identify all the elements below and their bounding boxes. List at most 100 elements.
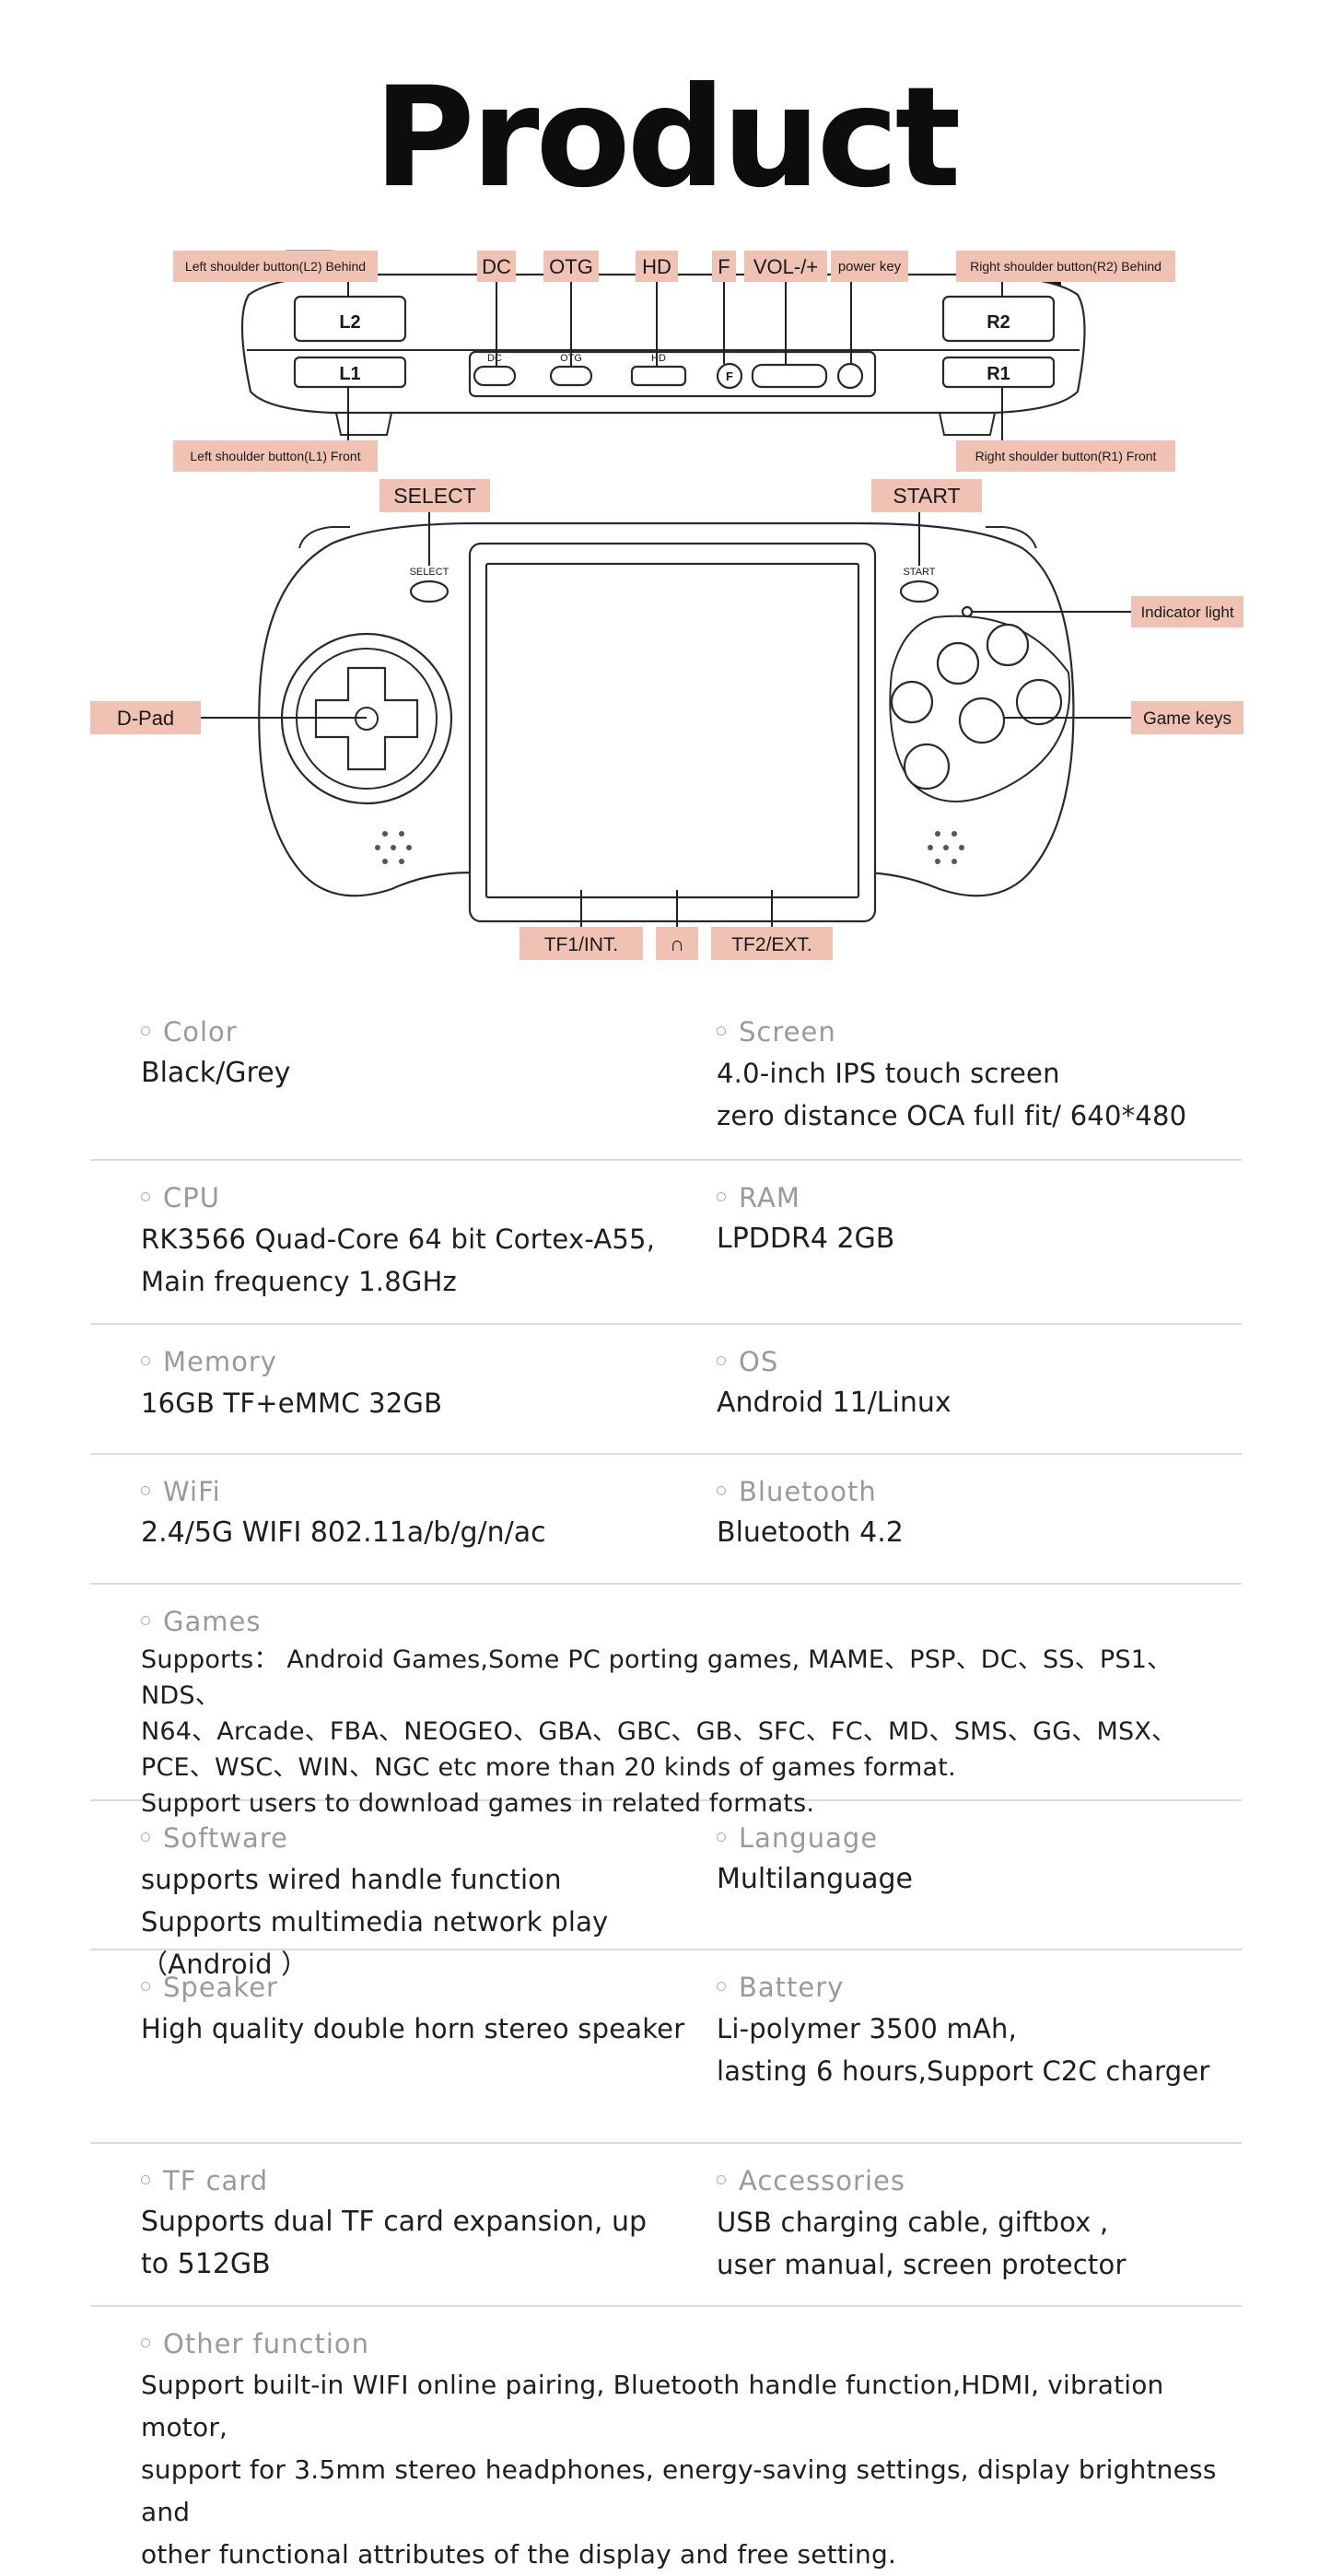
front-labels: SELECT START Indicator light D-Pad Game … (90, 479, 1243, 960)
spec-value: Multilanguage (717, 1863, 914, 1895)
spec-table: Color Black/Grey Screen 4.0-inch IPS tou… (90, 995, 1242, 2570)
l2-text: L2 (339, 312, 360, 333)
game-key-c (1015, 678, 1063, 726)
spec-tf-card: TF card Supports dual TF card expansion,… (90, 2144, 717, 2305)
label-hd: HD (642, 255, 671, 278)
headphone-icon: ∩ (670, 932, 684, 955)
label-f: F (718, 255, 730, 278)
spec-row: Color Black/Grey Screen 4.0-inch IPS tou… (90, 995, 1242, 1161)
spec-value: Android 11/Linux (717, 1387, 952, 1419)
spec-memory: Memory 16GB TF+eMMC 32GB (90, 1325, 717, 1453)
spec-row: TF card Supports dual TF card expansion,… (90, 2144, 1242, 2307)
spec-key: Screen (739, 1016, 836, 1048)
label-select: SELECT (393, 484, 475, 508)
spec-key: TF card (163, 2165, 269, 2196)
dc-port-text: DC (487, 353, 502, 364)
spec-wifi: WiFi 2.4/5G WIFI 802.11a/b/g/n/ac (90, 1455, 717, 1583)
spec-software: Software supports wired handle function … (90, 1801, 717, 1980)
label-power: power key (838, 259, 902, 275)
volume-rocker (751, 363, 828, 389)
label-l1-front: Left shoulder button(L1) Front (190, 449, 360, 463)
spec-key: Battery (739, 1972, 845, 2003)
label-dc: DC (482, 255, 511, 278)
spec-key: RAM (739, 1182, 800, 1213)
spec-key: OS (739, 1346, 779, 1377)
left-speaker (375, 831, 412, 864)
label-r2-behind: Right shoulder button(R2) Behind (970, 259, 1162, 274)
spec-key: Color (163, 1016, 238, 1048)
spec-key: CPU (163, 1182, 220, 1213)
top-labels: Left shoulder button(L2) Behind DC OTG H… (173, 251, 1175, 472)
game-key-a (903, 743, 951, 790)
spec-value: USB charging cable, giftbox , user manua… (717, 2207, 1127, 2280)
spec-key: Memory (163, 1346, 277, 1377)
spec-key: Bluetooth (739, 1476, 877, 1507)
spec-value: Bluetooth 4.2 (717, 1516, 904, 1549)
spec-value: 16GB TF+eMMC 32GB (141, 1388, 443, 1419)
spec-row: CPU RK3566 Quad-Core 64 bit Cortex-A55, … (90, 1161, 1242, 1325)
spec-other-function: Other function Support built-in WIFI onl… (90, 2307, 1242, 2570)
front-view: SELECT START (258, 521, 1075, 923)
spec-value: Supports： Android Games,Some PC porting … (141, 1645, 1177, 1818)
hd-port-text: HD (651, 353, 666, 364)
start-device-text: START (903, 567, 935, 578)
game-key-b (958, 697, 1006, 744)
label-l2-behind: Left shoulder button(L2) Behind (185, 259, 366, 274)
label-otg: OTG (549, 255, 593, 278)
spec-color: Color Black/Grey (90, 995, 717, 1159)
game-key-y (936, 641, 980, 685)
spec-row: Other function Support built-in WIFI onl… (90, 2307, 1242, 2570)
l1-button (293, 356, 407, 389)
r2-text: R2 (987, 312, 1010, 333)
spec-cpu: CPU RK3566 Quad-Core 64 bit Cortex-A55, … (90, 1161, 717, 1323)
spec-value: Li-polymer 3500 mAh, lasting 6 hours,Sup… (717, 2013, 1210, 2087)
spec-bluetooth: Bluetooth Bluetooth 4.2 (717, 1455, 1242, 1583)
spec-battery: Battery Li-polymer 3500 mAh, lasting 6 h… (717, 1950, 1242, 2142)
spec-value: 4.0-inch IPS touch screen zero distance … (717, 1058, 1187, 1131)
spec-value: RK3566 Quad-Core 64 bit Cortex-A55, Main… (141, 1224, 656, 1297)
label-game-keys: Game keys (1143, 709, 1232, 729)
r2-button (941, 295, 1056, 343)
spec-key: WiFi (163, 1476, 221, 1507)
spec-value: LPDDR4 2GB (717, 1223, 895, 1255)
l1-text: L1 (339, 364, 360, 384)
game-key-z (986, 623, 1030, 667)
indicator-light (961, 605, 974, 618)
spec-key: Language (739, 1822, 879, 1854)
f-button (716, 362, 743, 390)
spec-row: Memory 16GB TF+eMMC 32GB OS Android 11/L… (90, 1325, 1242, 1455)
spec-value: supports wired handle function Supports … (141, 1864, 609, 1980)
spec-row: Software supports wired handle function … (90, 1801, 1242, 1980)
select-button (409, 580, 450, 603)
spec-value: Support built-in WIFI online pairing, Bl… (141, 2370, 1217, 2570)
device-diagram: L2 L1 R2 R1 DC OTG HD F Left shoulder bu… (90, 251, 1243, 960)
spec-value: Black/Grey (141, 1057, 291, 1089)
label-start: START (893, 484, 960, 508)
spec-row: Games Supports： Android Games,Some PC po… (90, 1585, 1242, 1818)
spec-key: Software (163, 1822, 288, 1854)
label-tf1: TF1/INT. (544, 934, 619, 955)
top-view: L2 L1 R2 R1 DC OTG HD F (240, 273, 1086, 436)
spec-games: Games Supports： Android Games,Some PC po… (90, 1585, 1242, 1818)
label-r1-front: Right shoulder button(R1) Front (975, 449, 1157, 463)
label-indicator: Indicator light (1140, 603, 1233, 621)
game-key-x (890, 680, 934, 724)
spec-key: Accessories (739, 2165, 905, 2196)
select-device-text: SELECT (410, 567, 450, 578)
spec-key: Games (163, 1606, 262, 1637)
spec-value: Supports dual TF card expansion, up to 5… (141, 2206, 648, 2280)
spec-row: WiFi 2.4/5G WIFI 802.11a/b/g/n/ac Blueto… (90, 1455, 1242, 1585)
spec-language: Language Multilanguage (717, 1801, 1242, 1949)
spec-key: Speaker (163, 1972, 278, 2003)
hd-port (630, 365, 687, 387)
spec-speaker: Speaker High quality double horn stereo … (90, 1950, 717, 2142)
spec-screen: Screen 4.0-inch IPS touch screen zero di… (717, 995, 1242, 1159)
screen (485, 562, 860, 899)
spec-row: Speaker High quality double horn stereo … (90, 1950, 1242, 2144)
spec-value: 2.4/5G WIFI 802.11a/b/g/n/ac (141, 1516, 546, 1549)
start-button (899, 580, 940, 603)
f-button-text: F (726, 369, 733, 383)
right-speaker (928, 831, 964, 864)
spec-key: Other function (163, 2328, 370, 2359)
power-button (836, 362, 864, 390)
